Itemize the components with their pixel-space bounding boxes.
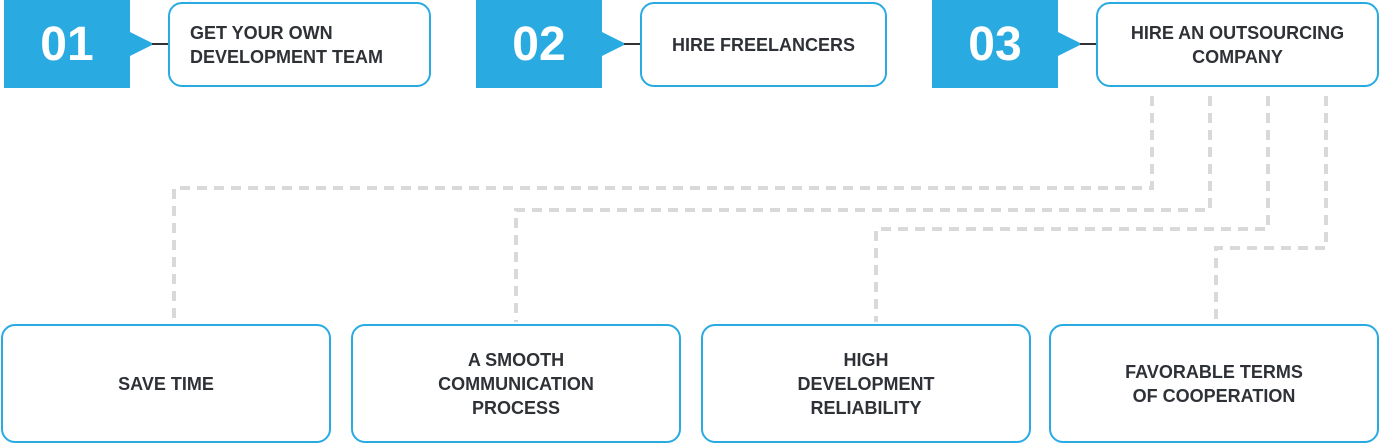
step-label-freelancers: HIRE FREELANCERS xyxy=(671,34,855,55)
benefit-label-reliability: HIGH DEVELOPMENT RELIABILITY xyxy=(797,349,935,418)
step-number-03: 03 xyxy=(932,0,1058,88)
benefit-box-save-time: SAVE TIME xyxy=(1,324,331,443)
connector-terms xyxy=(1214,96,1328,322)
step-arrow-03 xyxy=(1058,32,1082,56)
connector-reliability xyxy=(874,96,1270,322)
step-box-own-team: GET YOUR OWN DEVELOPMENT TEAM xyxy=(168,2,431,87)
step-box-freelancers: HIRE FREELANCERS xyxy=(640,2,887,87)
connector-communication xyxy=(514,96,1212,322)
step-arrow-01 xyxy=(130,32,154,56)
benefit-box-communication: A SMOOTH COMMUNICATION PROCESS xyxy=(351,324,681,443)
step-number-01: 01 xyxy=(4,0,130,88)
connector-save-time xyxy=(172,96,1154,322)
step-label-own-team: GET YOUR OWN DEVELOPMENT TEAM xyxy=(190,22,384,67)
step-label-outsourcing: HIRE AN OUTSOURCING COMPANY xyxy=(1130,22,1345,67)
step-connector-01 xyxy=(152,43,170,45)
step-arrow-02 xyxy=(602,32,626,56)
benefit-box-reliability: HIGH DEVELOPMENT RELIABILITY xyxy=(701,324,1031,443)
step-connector-02 xyxy=(624,43,642,45)
step-box-outsourcing: HIRE AN OUTSOURCING COMPANY xyxy=(1096,2,1379,87)
benefit-label-terms: FAVORABLE TERMS OF COOPERATION xyxy=(1125,361,1303,406)
step-connector-03 xyxy=(1080,43,1098,45)
step-number-02: 02 xyxy=(476,0,602,88)
benefit-label-save-time: SAVE TIME xyxy=(118,373,214,394)
benefit-box-terms: FAVORABLE TERMS OF COOPERATION xyxy=(1049,324,1379,443)
benefit-label-communication: A SMOOTH COMMUNICATION PROCESS xyxy=(438,349,594,418)
